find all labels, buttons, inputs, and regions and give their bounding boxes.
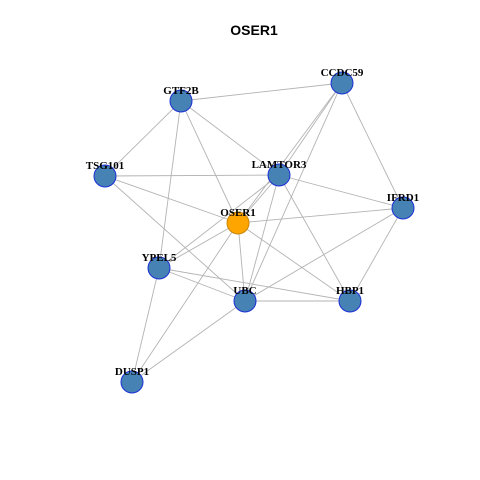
edge-ccdc59-oser1: [237, 82, 343, 224]
node-label-tsg101: TSG101: [86, 160, 125, 172]
edge-ccdc59-ifrd1: [341, 82, 404, 209]
edges-layer: [104, 82, 404, 383]
node-label-dusp1: DUSP1: [115, 366, 149, 378]
node-ubc: [233, 289, 257, 313]
edge-ccdc59-ubc: [244, 82, 343, 302]
edge-tsg101-lamtor3: [104, 174, 280, 177]
edge-lamtor3-ubc: [244, 174, 280, 302]
edge-ccdc59-lamtor3: [278, 82, 343, 176]
node-tsg101: [93, 164, 117, 188]
node-label-ifrd1: IFRD1: [387, 192, 419, 204]
edge-ypel5-ubc: [158, 267, 246, 302]
edge-gtf2b-ccdc59: [180, 82, 343, 102]
edge-ifrd1-ubc: [244, 207, 404, 302]
node-gtf2b: [169, 89, 193, 113]
node-label-oser1: OSER1: [220, 207, 255, 219]
edge-gtf2b-lamtor3: [180, 100, 280, 176]
node-hbp1: [338, 289, 362, 313]
edge-oser1-dusp1: [131, 222, 239, 383]
edge-lamtor3-ifrd1: [278, 174, 404, 209]
edge-gtf2b-oser1: [180, 100, 239, 224]
edge-gtf2b-ypel5: [158, 100, 182, 269]
diagram-title: OSER1: [230, 22, 278, 38]
edge-lamtor3-hbp1: [278, 174, 351, 302]
node-label-ccdc59: CCDC59: [321, 67, 364, 79]
node-label-ubc: UBC: [233, 285, 256, 297]
node-lamtor3: [267, 163, 291, 187]
node-label-ypel5: YPEL5: [142, 252, 177, 264]
edge-ifrd1-hbp1: [349, 207, 404, 302]
node-ifrd1: [391, 196, 415, 220]
node-dusp1: [120, 370, 144, 394]
node-label-gtf2b: GTF2B: [163, 85, 199, 97]
node-ccdc59: [330, 71, 354, 95]
edge-ypel5-hbp1: [158, 267, 351, 302]
edge-tsg101-oser1: [104, 175, 239, 224]
node-label-lamtor3: LAMTOR3: [252, 159, 307, 171]
edge-ubc-dusp1: [131, 300, 246, 383]
edge-oser1-ifrd1: [237, 207, 404, 224]
edge-oser1-ubc: [237, 222, 246, 302]
edge-ypel5-dusp1: [131, 267, 160, 383]
edge-tsg101-ubc: [104, 175, 246, 302]
edge-oser1-ypel5: [158, 222, 239, 269]
edge-lamtor3-ypel5: [158, 174, 280, 269]
edge-oser1-hbp1: [237, 222, 351, 302]
node-label-hbp1: HBP1: [336, 285, 364, 297]
edge-gtf2b-tsg101: [104, 100, 182, 177]
nodes-layer: [93, 71, 415, 394]
node-ypel5: [147, 256, 171, 280]
node-oser1: [226, 211, 250, 235]
